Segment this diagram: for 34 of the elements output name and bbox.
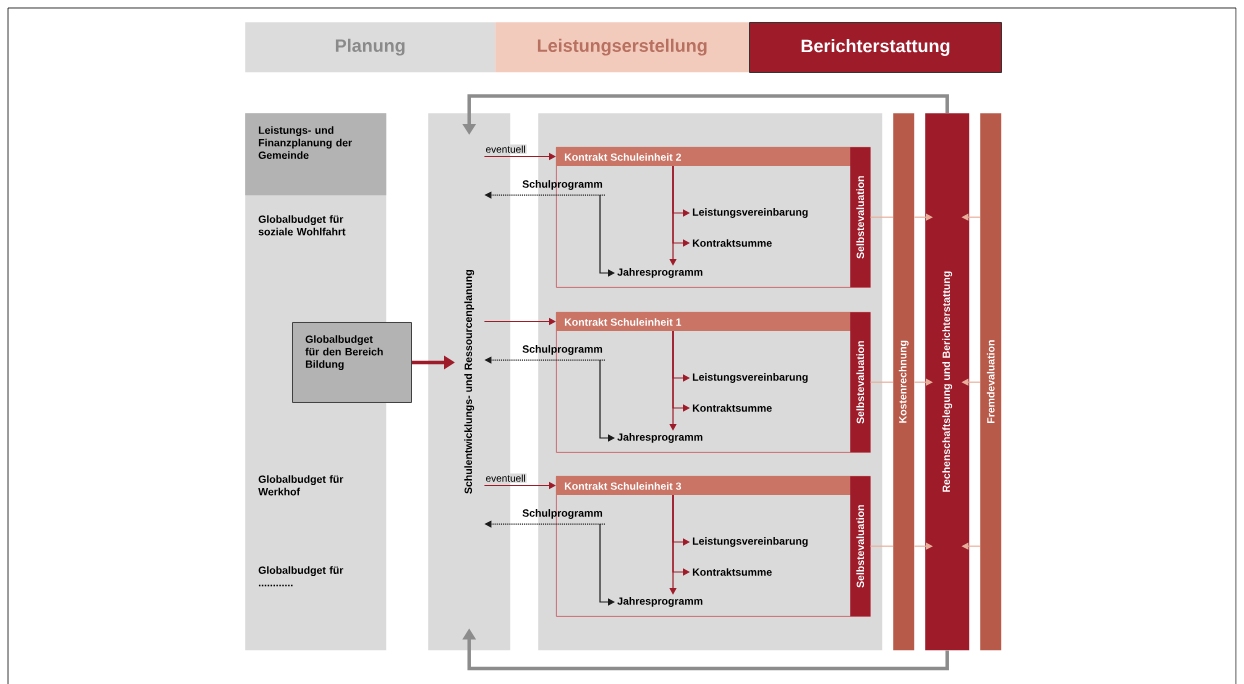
header-band: Leistungserstellung <box>495 22 750 73</box>
item-label: Leistungsvereinbarung <box>692 373 808 383</box>
item-label: Leistungsvereinbarung <box>692 537 808 547</box>
item-label: Schulprogramm <box>522 509 603 519</box>
planning-box: Leistungs- und Finanzplanung der Gemeinde <box>245 113 387 196</box>
arrow <box>669 165 677 266</box>
evaluation-bar: Selbstevaluation <box>850 312 871 453</box>
item-label: Kontraktsumme <box>692 239 772 247</box>
arrow <box>913 213 933 221</box>
item-label: Schulprogramm <box>522 180 603 190</box>
item-label: Jahresprogramm <box>617 268 703 278</box>
header-band: Berichterstattung <box>749 22 1002 73</box>
arrow <box>669 494 677 595</box>
arrow <box>913 378 933 386</box>
item-label: Kontraktsumme <box>692 404 772 412</box>
evaluation-bar: Selbstevaluation <box>850 476 871 617</box>
budget-box: Globalbudget für den Bereich Bildung <box>292 322 412 403</box>
item-label: Jahresprogramm <box>617 433 703 443</box>
edge-label: eventuell <box>484 473 527 483</box>
report-column: Rechenschaftslegung und Berichterstattung <box>925 113 970 651</box>
header-band: Planung <box>245 22 496 73</box>
evaluation-bar: Selbstevaluation <box>850 147 871 288</box>
arrow <box>599 359 615 442</box>
report-column: Fremdevaluation <box>980 113 1002 651</box>
arrow <box>599 194 615 277</box>
item-label: Leistungsvereinbarung <box>692 208 808 218</box>
arrow <box>599 523 615 606</box>
item-label: Jahresprogramm <box>617 597 703 607</box>
report-column: Kostenrechnung <box>893 113 915 651</box>
item-label: Schulprogramm <box>522 345 603 355</box>
arrow <box>669 330 677 431</box>
item-label: Kontraktsumme <box>692 568 772 576</box>
arrow <box>913 542 933 550</box>
edge-label: eventuell <box>484 144 527 154</box>
